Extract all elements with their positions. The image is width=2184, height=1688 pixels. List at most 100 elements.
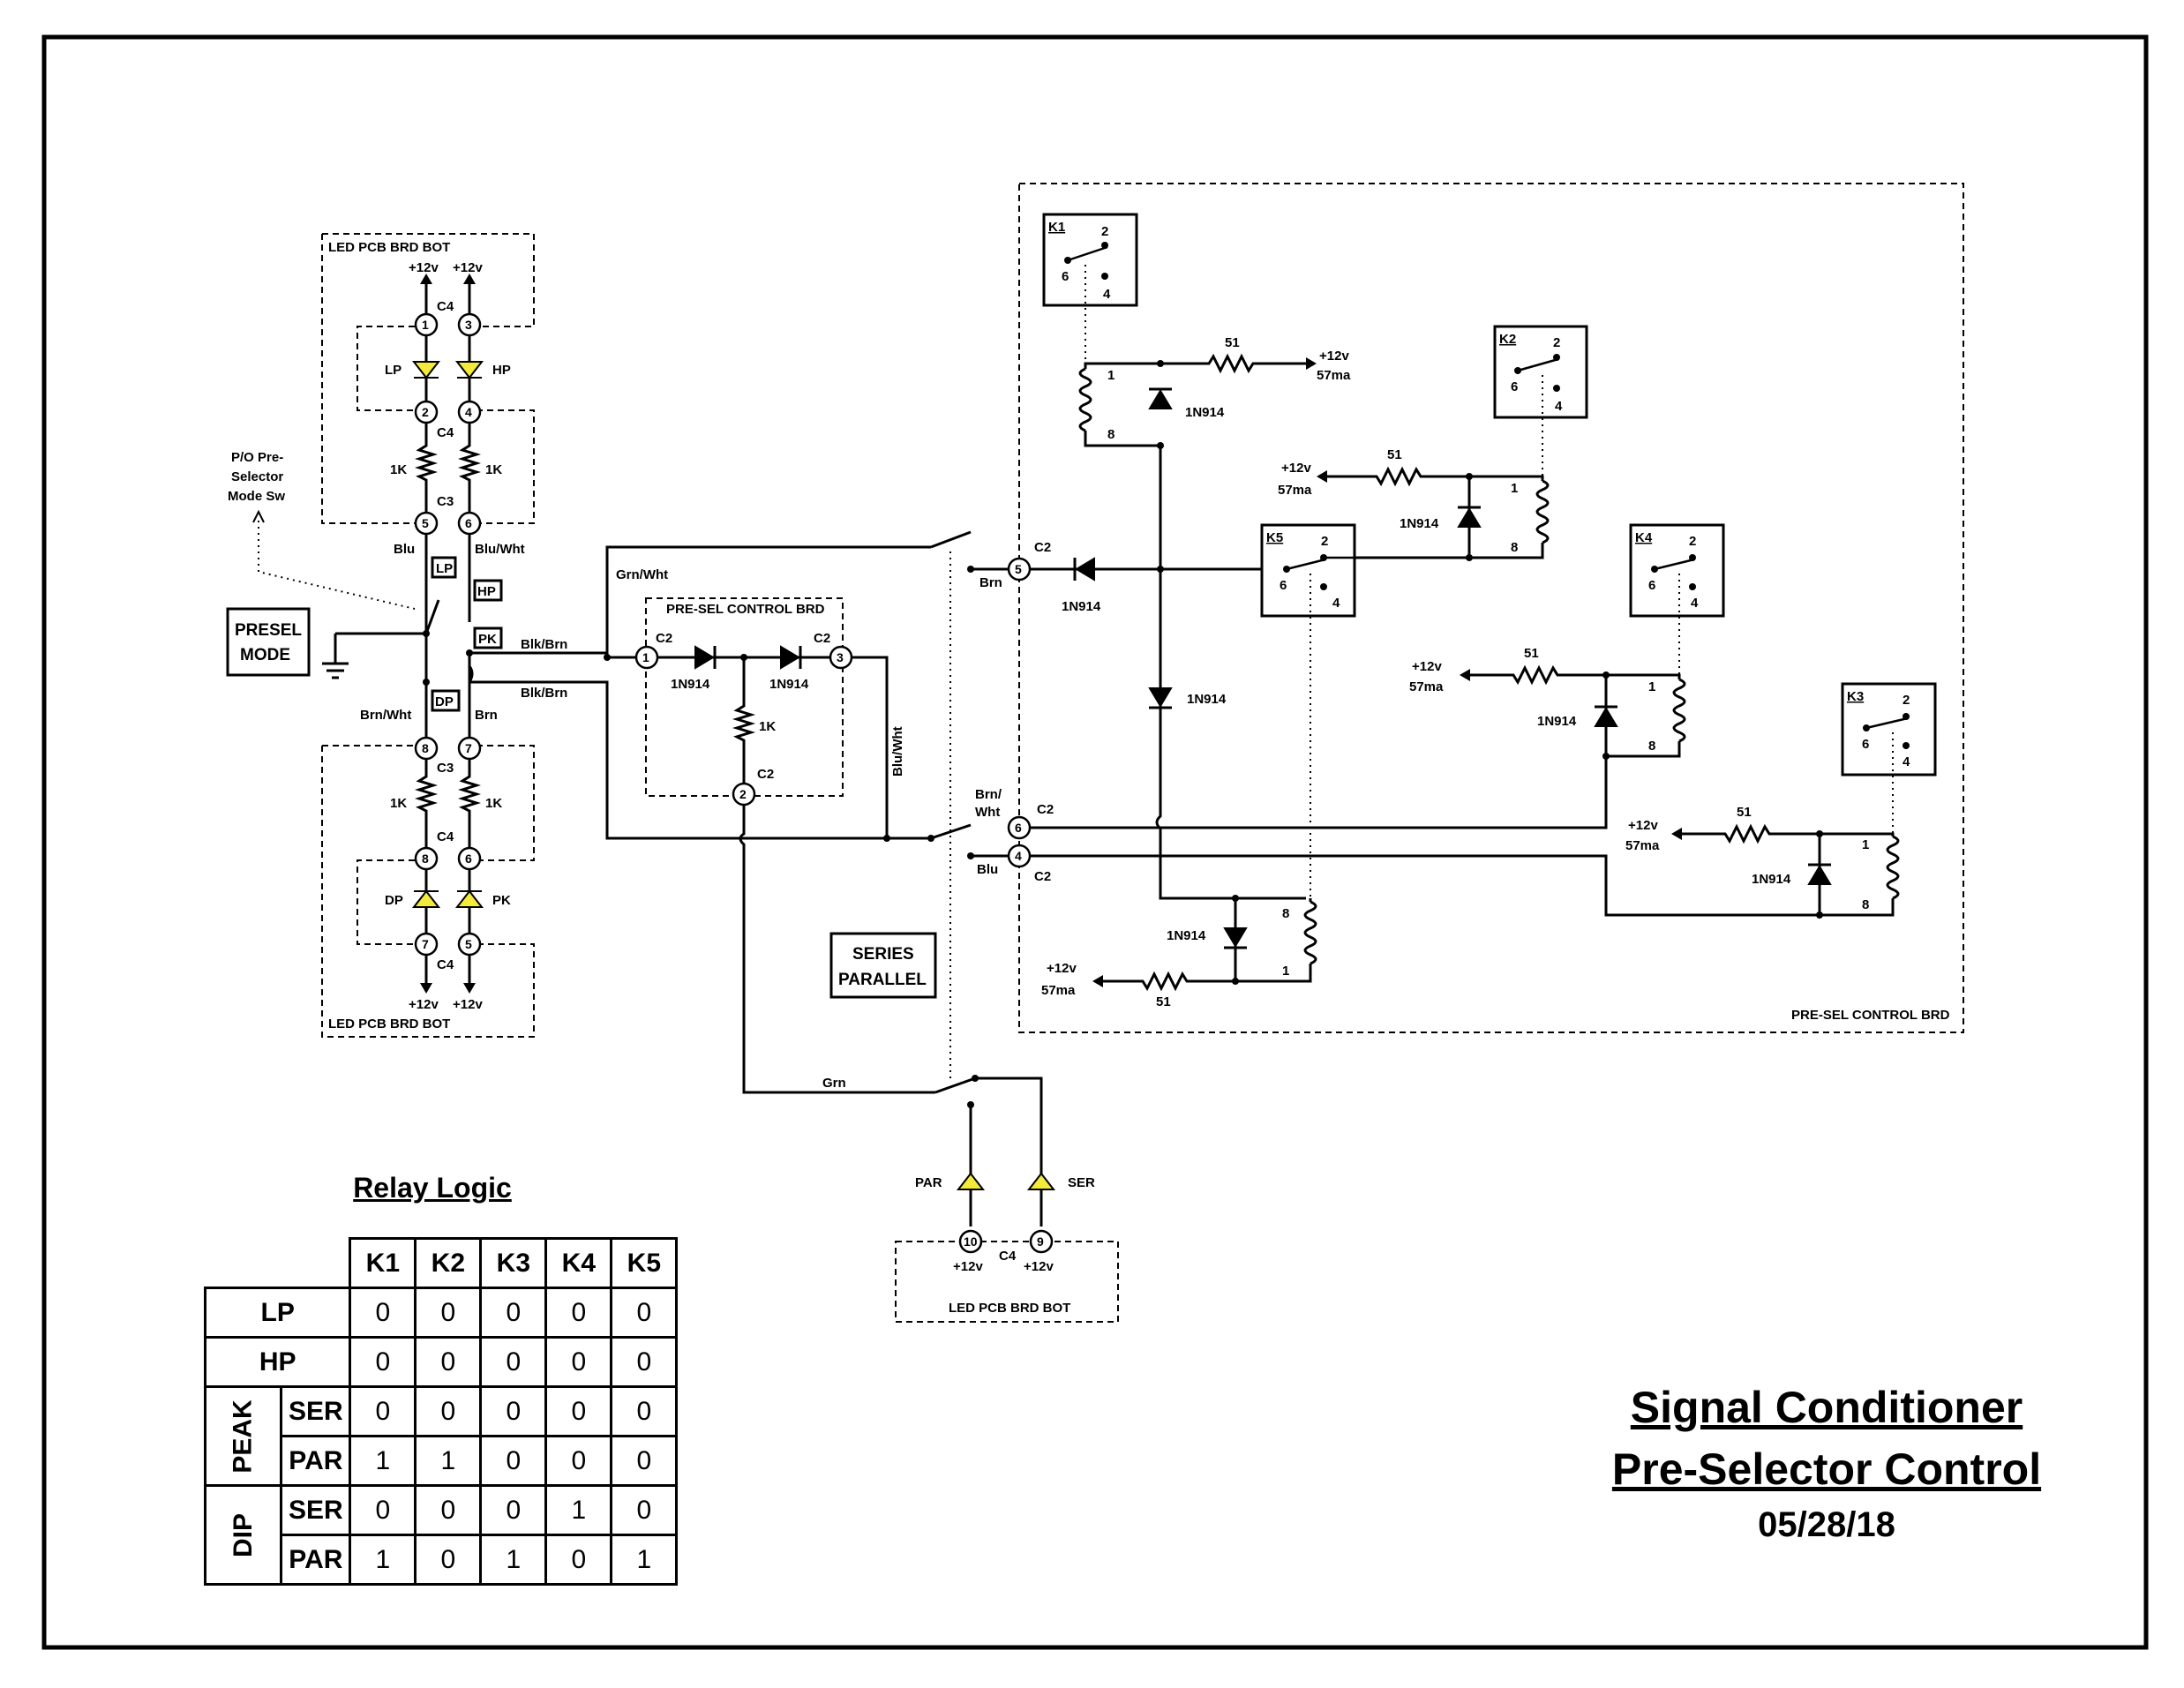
svg-text:C4: C4 bbox=[437, 829, 454, 844]
svg-text:+12v: +12v bbox=[1024, 1259, 1054, 1274]
svg-text:PAR: PAR bbox=[915, 1175, 942, 1190]
svg-text:9: 9 bbox=[1037, 1234, 1044, 1249]
svg-text:LP: LP bbox=[436, 561, 453, 576]
svg-text:1K: 1K bbox=[390, 462, 407, 477]
svg-text:1N914: 1N914 bbox=[1062, 599, 1101, 614]
ser-led-icon bbox=[1026, 1172, 1056, 1190]
svg-text:10: 10 bbox=[964, 1234, 978, 1249]
svg-text:Grn/Wht: Grn/Wht bbox=[616, 567, 668, 582]
group-label-dip: DIP bbox=[228, 1512, 258, 1557]
svg-text:4: 4 bbox=[465, 405, 472, 419]
svg-text:51: 51 bbox=[1524, 646, 1539, 661]
svg-text:6: 6 bbox=[1511, 379, 1518, 394]
svg-text:PK: PK bbox=[478, 632, 497, 647]
svg-text:C2: C2 bbox=[1034, 869, 1051, 884]
svg-text:C2: C2 bbox=[757, 767, 774, 782]
svg-text:C4: C4 bbox=[437, 425, 454, 440]
svg-text:57ma: 57ma bbox=[1041, 983, 1076, 998]
svg-text:1N914: 1N914 bbox=[1400, 516, 1439, 531]
svg-text:+12v: +12v bbox=[1319, 349, 1349, 364]
svg-text:4: 4 bbox=[1903, 754, 1910, 769]
svg-text:1N914: 1N914 bbox=[1167, 928, 1206, 943]
svg-text:6: 6 bbox=[1862, 737, 1869, 752]
svg-text:2: 2 bbox=[1553, 335, 1560, 350]
svg-text:8: 8 bbox=[1648, 739, 1655, 754]
hp-led-icon bbox=[454, 361, 484, 379]
column-header: K4 bbox=[544, 1237, 613, 1289]
svg-text:C3: C3 bbox=[437, 494, 454, 509]
svg-text:7: 7 bbox=[465, 741, 472, 755]
svg-text:4: 4 bbox=[1015, 849, 1022, 863]
svg-text:Brn/: Brn/ bbox=[975, 787, 1002, 802]
svg-text:8: 8 bbox=[422, 741, 429, 755]
svg-text:51: 51 bbox=[1156, 994, 1171, 1009]
presel-mode-switch-box bbox=[226, 607, 311, 677]
svg-text:1: 1 bbox=[422, 318, 429, 332]
svg-text:PRE-SEL CONTROL BRD: PRE-SEL CONTROL BRD bbox=[666, 602, 825, 617]
svg-text:4: 4 bbox=[1691, 596, 1699, 611]
svg-text:PRESEL: PRESEL bbox=[235, 621, 302, 640]
svg-text:DP: DP bbox=[385, 893, 403, 908]
svg-text:MODE: MODE bbox=[240, 646, 290, 664]
svg-text:C2: C2 bbox=[1034, 540, 1051, 555]
led-board-bottom: Brn/Wht Brn DP C3 1K 1K C4 DP PK C4 +12v… bbox=[321, 665, 535, 1038]
pk-led-icon bbox=[454, 889, 484, 908]
svg-text:C2: C2 bbox=[1037, 802, 1054, 817]
relay-k4 bbox=[1629, 523, 1725, 618]
svg-text:57ma: 57ma bbox=[1625, 838, 1660, 853]
relay-k1 bbox=[1042, 213, 1138, 307]
svg-text:5: 5 bbox=[1015, 562, 1022, 576]
svg-text:Blu: Blu bbox=[977, 862, 998, 877]
svg-text:Brn: Brn bbox=[979, 575, 1002, 590]
svg-text:+12v: +12v bbox=[453, 260, 483, 275]
series-parallel-switch-box bbox=[829, 932, 937, 999]
svg-text:C3: C3 bbox=[437, 761, 454, 776]
svg-text:1: 1 bbox=[1648, 679, 1655, 694]
title-date: 05/28/18 bbox=[1758, 1505, 1895, 1544]
svg-text:Mode Sw: Mode Sw bbox=[228, 489, 285, 504]
svg-text:8: 8 bbox=[1282, 906, 1289, 921]
svg-text:6: 6 bbox=[1062, 269, 1069, 284]
svg-text:1N914: 1N914 bbox=[1185, 405, 1225, 420]
svg-text:6: 6 bbox=[1015, 821, 1022, 835]
svg-text:Brn/Wht: Brn/Wht bbox=[360, 708, 411, 723]
svg-text:1N914: 1N914 bbox=[769, 677, 809, 692]
svg-text:4: 4 bbox=[1555, 399, 1563, 414]
svg-text:Wht: Wht bbox=[975, 805, 1000, 820]
svg-text:C2: C2 bbox=[814, 631, 830, 646]
svg-text:1: 1 bbox=[1511, 481, 1518, 496]
svg-text:K5: K5 bbox=[1266, 530, 1283, 545]
svg-text:C4: C4 bbox=[437, 957, 454, 972]
svg-text:51: 51 bbox=[1225, 335, 1240, 350]
svg-text:7: 7 bbox=[422, 937, 429, 951]
svg-text:HP: HP bbox=[492, 363, 511, 378]
svg-text:+12v: +12v bbox=[1628, 818, 1658, 833]
svg-text:57ma: 57ma bbox=[1317, 368, 1351, 383]
svg-text:2: 2 bbox=[1101, 224, 1108, 239]
dp-led-icon bbox=[411, 889, 441, 908]
svg-text:1N914: 1N914 bbox=[1752, 872, 1791, 887]
svg-text:4: 4 bbox=[1332, 596, 1340, 611]
svg-text:+12v: +12v bbox=[1412, 659, 1442, 674]
svg-text:1K: 1K bbox=[485, 462, 502, 477]
title-line-1: Signal Conditioner bbox=[1630, 1383, 2023, 1432]
svg-text:Blu/Wht: Blu/Wht bbox=[890, 726, 905, 776]
svg-text:1N914: 1N914 bbox=[671, 677, 710, 692]
svg-text:LED PCB BRD BOT: LED PCB BRD BOT bbox=[328, 1017, 450, 1032]
svg-text:3: 3 bbox=[465, 318, 472, 332]
svg-text:Blu: Blu bbox=[394, 542, 415, 557]
svg-text:3: 3 bbox=[837, 650, 844, 664]
svg-text:2: 2 bbox=[1903, 693, 1910, 708]
column-header: K2 bbox=[414, 1237, 483, 1289]
svg-text:1K: 1K bbox=[390, 796, 407, 811]
svg-text:K1: K1 bbox=[1048, 220, 1065, 235]
presel-control-board-small: PRE-SEL CONTROL BRD 1N914 1N914 1K C2 C2… bbox=[634, 597, 905, 838]
svg-text:PRE-SEL CONTROL BRD: PRE-SEL CONTROL BRD bbox=[1791, 1008, 1950, 1023]
